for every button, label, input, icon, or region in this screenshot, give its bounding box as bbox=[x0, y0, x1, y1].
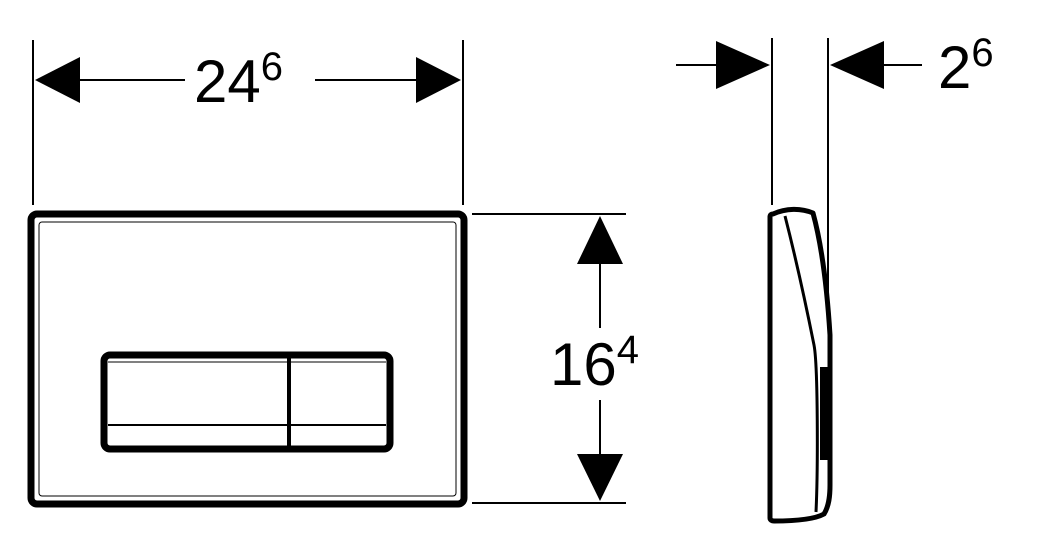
height-arrow-down bbox=[577, 454, 623, 501]
profile-outline bbox=[767, 206, 833, 524]
width-arrow-right bbox=[416, 57, 461, 103]
depth-arrow-left bbox=[716, 41, 770, 89]
depth-value: 2 bbox=[938, 34, 971, 101]
height-superscript: 4 bbox=[617, 328, 639, 372]
width-arrow-left bbox=[35, 57, 80, 103]
plate-inner-edge bbox=[38, 221, 457, 497]
depth-arrow-right bbox=[830, 41, 884, 89]
side-view bbox=[767, 206, 833, 524]
depth-superscript: 6 bbox=[971, 31, 993, 75]
profile-inner-curve bbox=[783, 215, 819, 513]
height-value: 16 bbox=[550, 331, 617, 398]
plate-outline bbox=[27, 210, 468, 508]
width-label: 246 bbox=[194, 45, 283, 115]
depth-label: 26 bbox=[938, 31, 994, 101]
width-superscript: 6 bbox=[261, 45, 283, 89]
button-frame bbox=[100, 351, 394, 453]
depth-dimension bbox=[676, 38, 922, 298]
height-dimension bbox=[472, 213, 626, 504]
height-arrow-up bbox=[577, 216, 623, 264]
height-label: 164 bbox=[550, 328, 639, 398]
width-value: 24 bbox=[194, 48, 261, 115]
width-dimension bbox=[32, 40, 464, 205]
front-view bbox=[27, 210, 468, 508]
dual-flush-button bbox=[100, 351, 394, 453]
profile-button-notch bbox=[820, 367, 828, 460]
